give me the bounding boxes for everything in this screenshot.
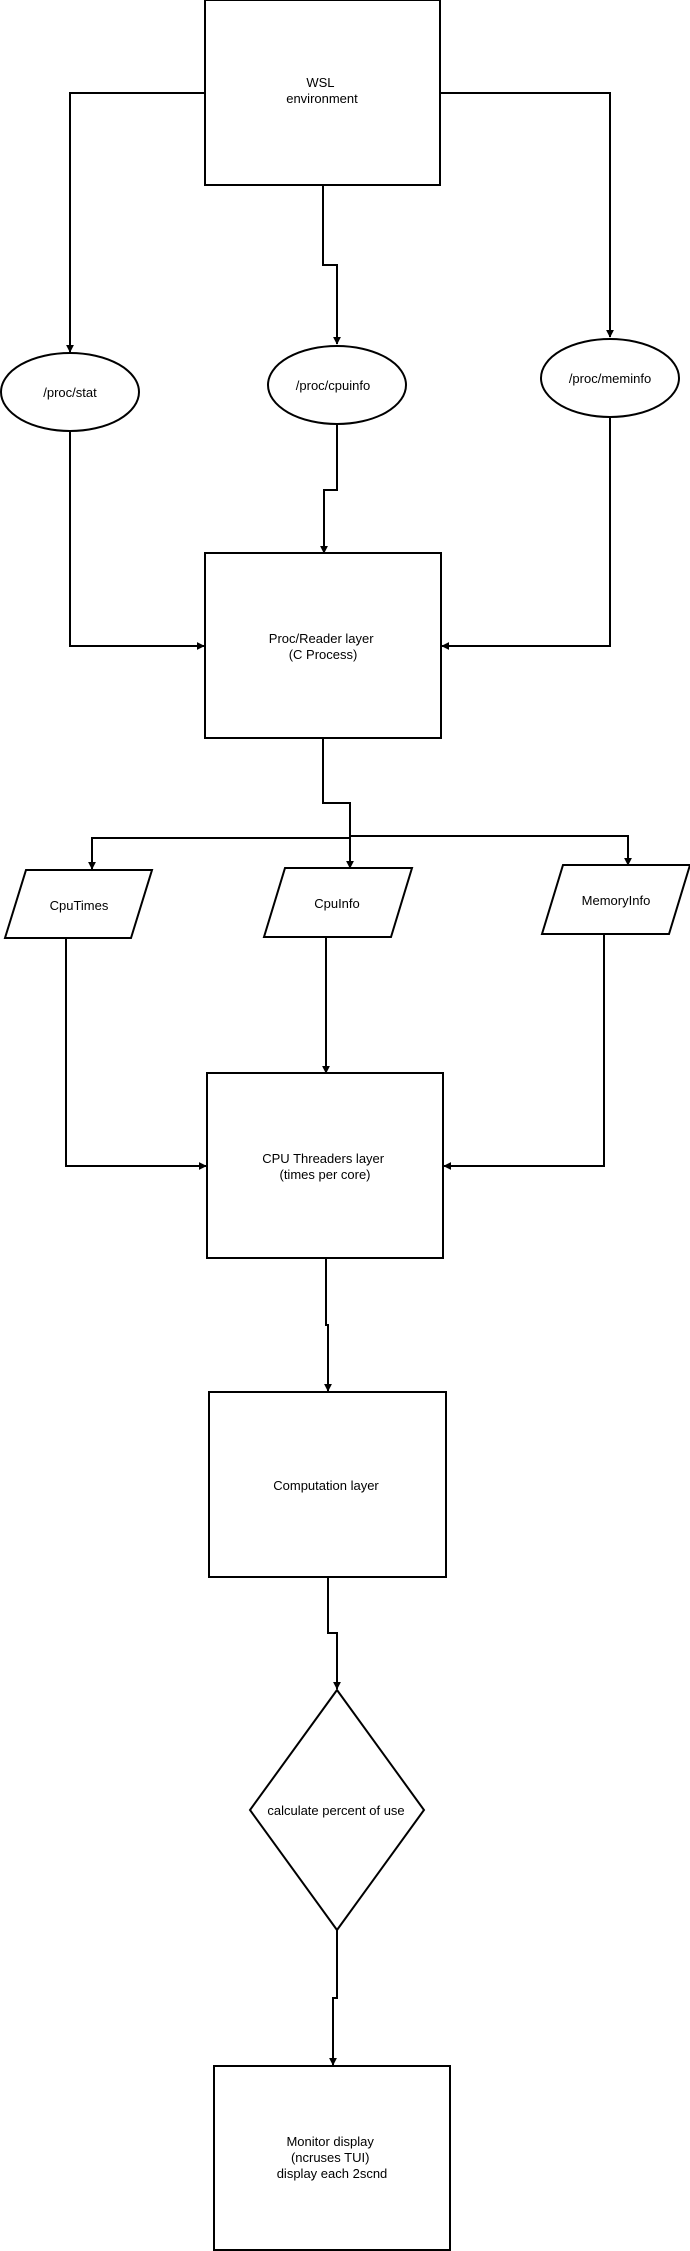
node-memoryinfo: [540, 864, 690, 935]
edge-memoryinfo-to-threaders: [443, 935, 605, 1170]
edge-stat-to-reader: [69, 432, 205, 650]
node-proc-cpuinfo: [267, 345, 407, 425]
edge-wsl-to-stat: [66, 92, 205, 353]
node-cputimes: [3, 869, 154, 939]
label-proc-cpuinfo: /proc/cpuinfo: [296, 378, 370, 393]
label-proc-meminfo: /proc/meminfo: [569, 371, 651, 386]
edge-wsl-to-cpuinfo: [322, 185, 341, 345]
edge-computation-to-calculate: [327, 1577, 341, 1690]
node-calculate-percent: [248, 1688, 426, 1932]
label-monitor-display: Monitor display (ncruses TUI) display ea…: [277, 2134, 388, 2181]
node-reader-layer: [204, 552, 442, 739]
node-proc-meminfo: [540, 338, 680, 418]
node-wsl-environment: [204, 0, 441, 186]
label-reader-layer: Proc/Reader layer (C Process): [269, 631, 377, 662]
label-cpu-threaders-layer: CPU Threaders layer (times per core): [262, 1151, 388, 1182]
edge-meminfo-to-reader: [441, 418, 611, 650]
edge-calculate-to-monitor: [329, 1930, 338, 2066]
edge-threaders-to-computation: [324, 1259, 332, 1392]
node-cpu-threaders-layer: [206, 1072, 444, 1259]
label-proc-stat: /proc/stat: [43, 385, 97, 400]
edge-cpuinfo-to-reader: [320, 425, 338, 554]
node-proc-stat: [0, 352, 140, 432]
edge-wsl-to-meminfo: [440, 92, 614, 338]
node-computation-layer: [208, 1391, 447, 1578]
node-cpuinfo-param: [262, 867, 414, 938]
node-monitor-display: [213, 2065, 451, 2251]
edge-reader-to-memoryinfo: [350, 835, 632, 866]
label-cpuinfo-param: CpuInfo: [314, 896, 360, 911]
edge-reader-to-cputimes: [88, 739, 351, 870]
label-memoryinfo: MemoryInfo: [582, 893, 651, 908]
label-wsl-environment: WSL environment: [286, 75, 358, 106]
label-computation-layer: Computation layer: [273, 1478, 379, 1493]
label-calculate-percent: calculate percent of use: [267, 1803, 404, 1818]
label-cputimes: CpuTimes: [50, 898, 109, 913]
edge-cputimes-to-threaders: [65, 938, 207, 1170]
